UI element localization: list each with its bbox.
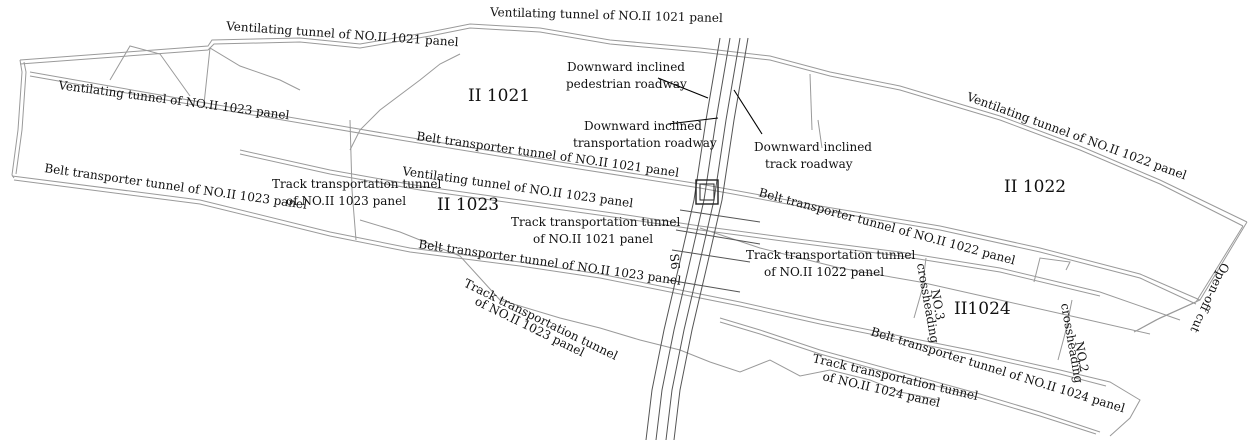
open-off-cut-line-2: [1133, 225, 1244, 333]
incline-shaft-1: [645, 37, 721, 441]
label-transportation-roadway-line1: Downward inclined: [584, 119, 702, 133]
label-track-1023-a-line1: Track transportation tunnel: [272, 177, 441, 191]
label-track-roadway-line2: track roadway: [765, 157, 853, 171]
open-off-cut-line: [1137, 221, 1248, 331]
leader-transportation-roadway: [667, 117, 719, 125]
incline-shaft-3: [665, 37, 741, 441]
tunnel-network: [11, 23, 1248, 441]
label-track-1023-b-line1: Track transportation tunnel: [462, 276, 620, 363]
shaft-bottom-structure-inner: [699, 183, 715, 201]
panel-label-1022: II 1022: [1004, 177, 1066, 197]
left-boundary-2: [15, 61, 27, 175]
belt-tunnel-1021-1022: [29, 71, 1201, 301]
belt-tunnel-1023-2: [13, 179, 1107, 387]
crossheading-2: [1057, 299, 1073, 361]
panel-label-1024: II1024: [954, 299, 1011, 319]
label-transportation-roadway-line2: transportation roadway: [573, 136, 717, 150]
panel-label-1023: II 1023: [437, 195, 499, 215]
leader-lines: [657, 77, 763, 135]
vent-tunnel-1023-edge: [19, 23, 1248, 223]
track-tunnel-1024-2: [719, 321, 1097, 435]
label-vent-1021-left: Ventilating tunnel of NO.II 1021 panel: [225, 19, 459, 49]
tunnel-labels: Ventilating tunnel of NO.II 1021 panel V…: [44, 5, 1232, 415]
branch-1022-stub: [817, 119, 823, 149]
label-crossheading-2-line1: NO.2: [1072, 340, 1091, 373]
incline-shaft-4: [673, 37, 749, 441]
branch-1021-vertical: [349, 119, 357, 241]
label-crossheading-3-line1: NO.3: [928, 288, 947, 321]
crossheading-3: [913, 257, 927, 319]
vent-tunnel-1023-mid: [239, 149, 1181, 321]
label-vent-1021-top: Ventilating tunnel of NO.II 1021 panel: [489, 5, 723, 25]
belt-tunnel-1021-1022-2: [29, 75, 1197, 305]
branch-1022-hook: [1033, 257, 1071, 283]
shaft-bottom-structure: [695, 179, 719, 205]
track-tunnel-1022: [699, 227, 1151, 335]
label-track-1022-line1: Track transportation tunnel: [746, 248, 915, 262]
belt-tunnel-1023: [11, 175, 1141, 437]
label-track-1021-line1: Track transportation tunnel: [511, 215, 680, 229]
label-track-1022-line2: of NO.II 1022 panel: [764, 265, 884, 279]
branch-upper-left-2: [203, 47, 301, 105]
shaft-crossings: [667, 209, 761, 293]
label-belt-1023-left: Belt transporter tunnel of NO.II 1023 pa…: [44, 161, 308, 212]
label-vent-1023-left: Ventilating tunnel of NO.II 1023 panel: [57, 78, 291, 122]
vent-tunnel-1023-mid-2: [239, 153, 1101, 297]
incline-shaft-2: [655, 37, 731, 441]
label-fault-s6: S6: [667, 253, 682, 270]
branch-upper-left-1: [109, 45, 191, 97]
leader-track-roadway: [733, 89, 763, 135]
vent-tunnel-1023-edge-2: [19, 27, 1244, 227]
panel-labels: II 1021 II 1022 II 1023 II1024: [437, 86, 1066, 319]
track-tunnel-1024: [719, 317, 1101, 433]
leader-pedestrian-roadway: [657, 77, 709, 99]
label-pedestrian-roadway-line2: pedestrian roadway: [566, 77, 687, 91]
branch-1021-curve: [349, 53, 461, 151]
label-track-roadway-line1: Downward inclined: [754, 140, 872, 154]
panel-label-1021: II 1021: [468, 86, 530, 106]
label-track-1021-line2: of NO.II 1021 panel: [533, 232, 653, 246]
label-pedestrian-roadway-line1: Downward inclined: [567, 60, 685, 74]
branch-1022-right: [809, 73, 813, 131]
label-track-1023-a-line2: of NO.II 1023 panel: [286, 194, 406, 208]
label-vent-1022: Ventilating tunnel of NO.II 1022 panel: [964, 89, 1189, 182]
left-boundary: [11, 59, 23, 179]
